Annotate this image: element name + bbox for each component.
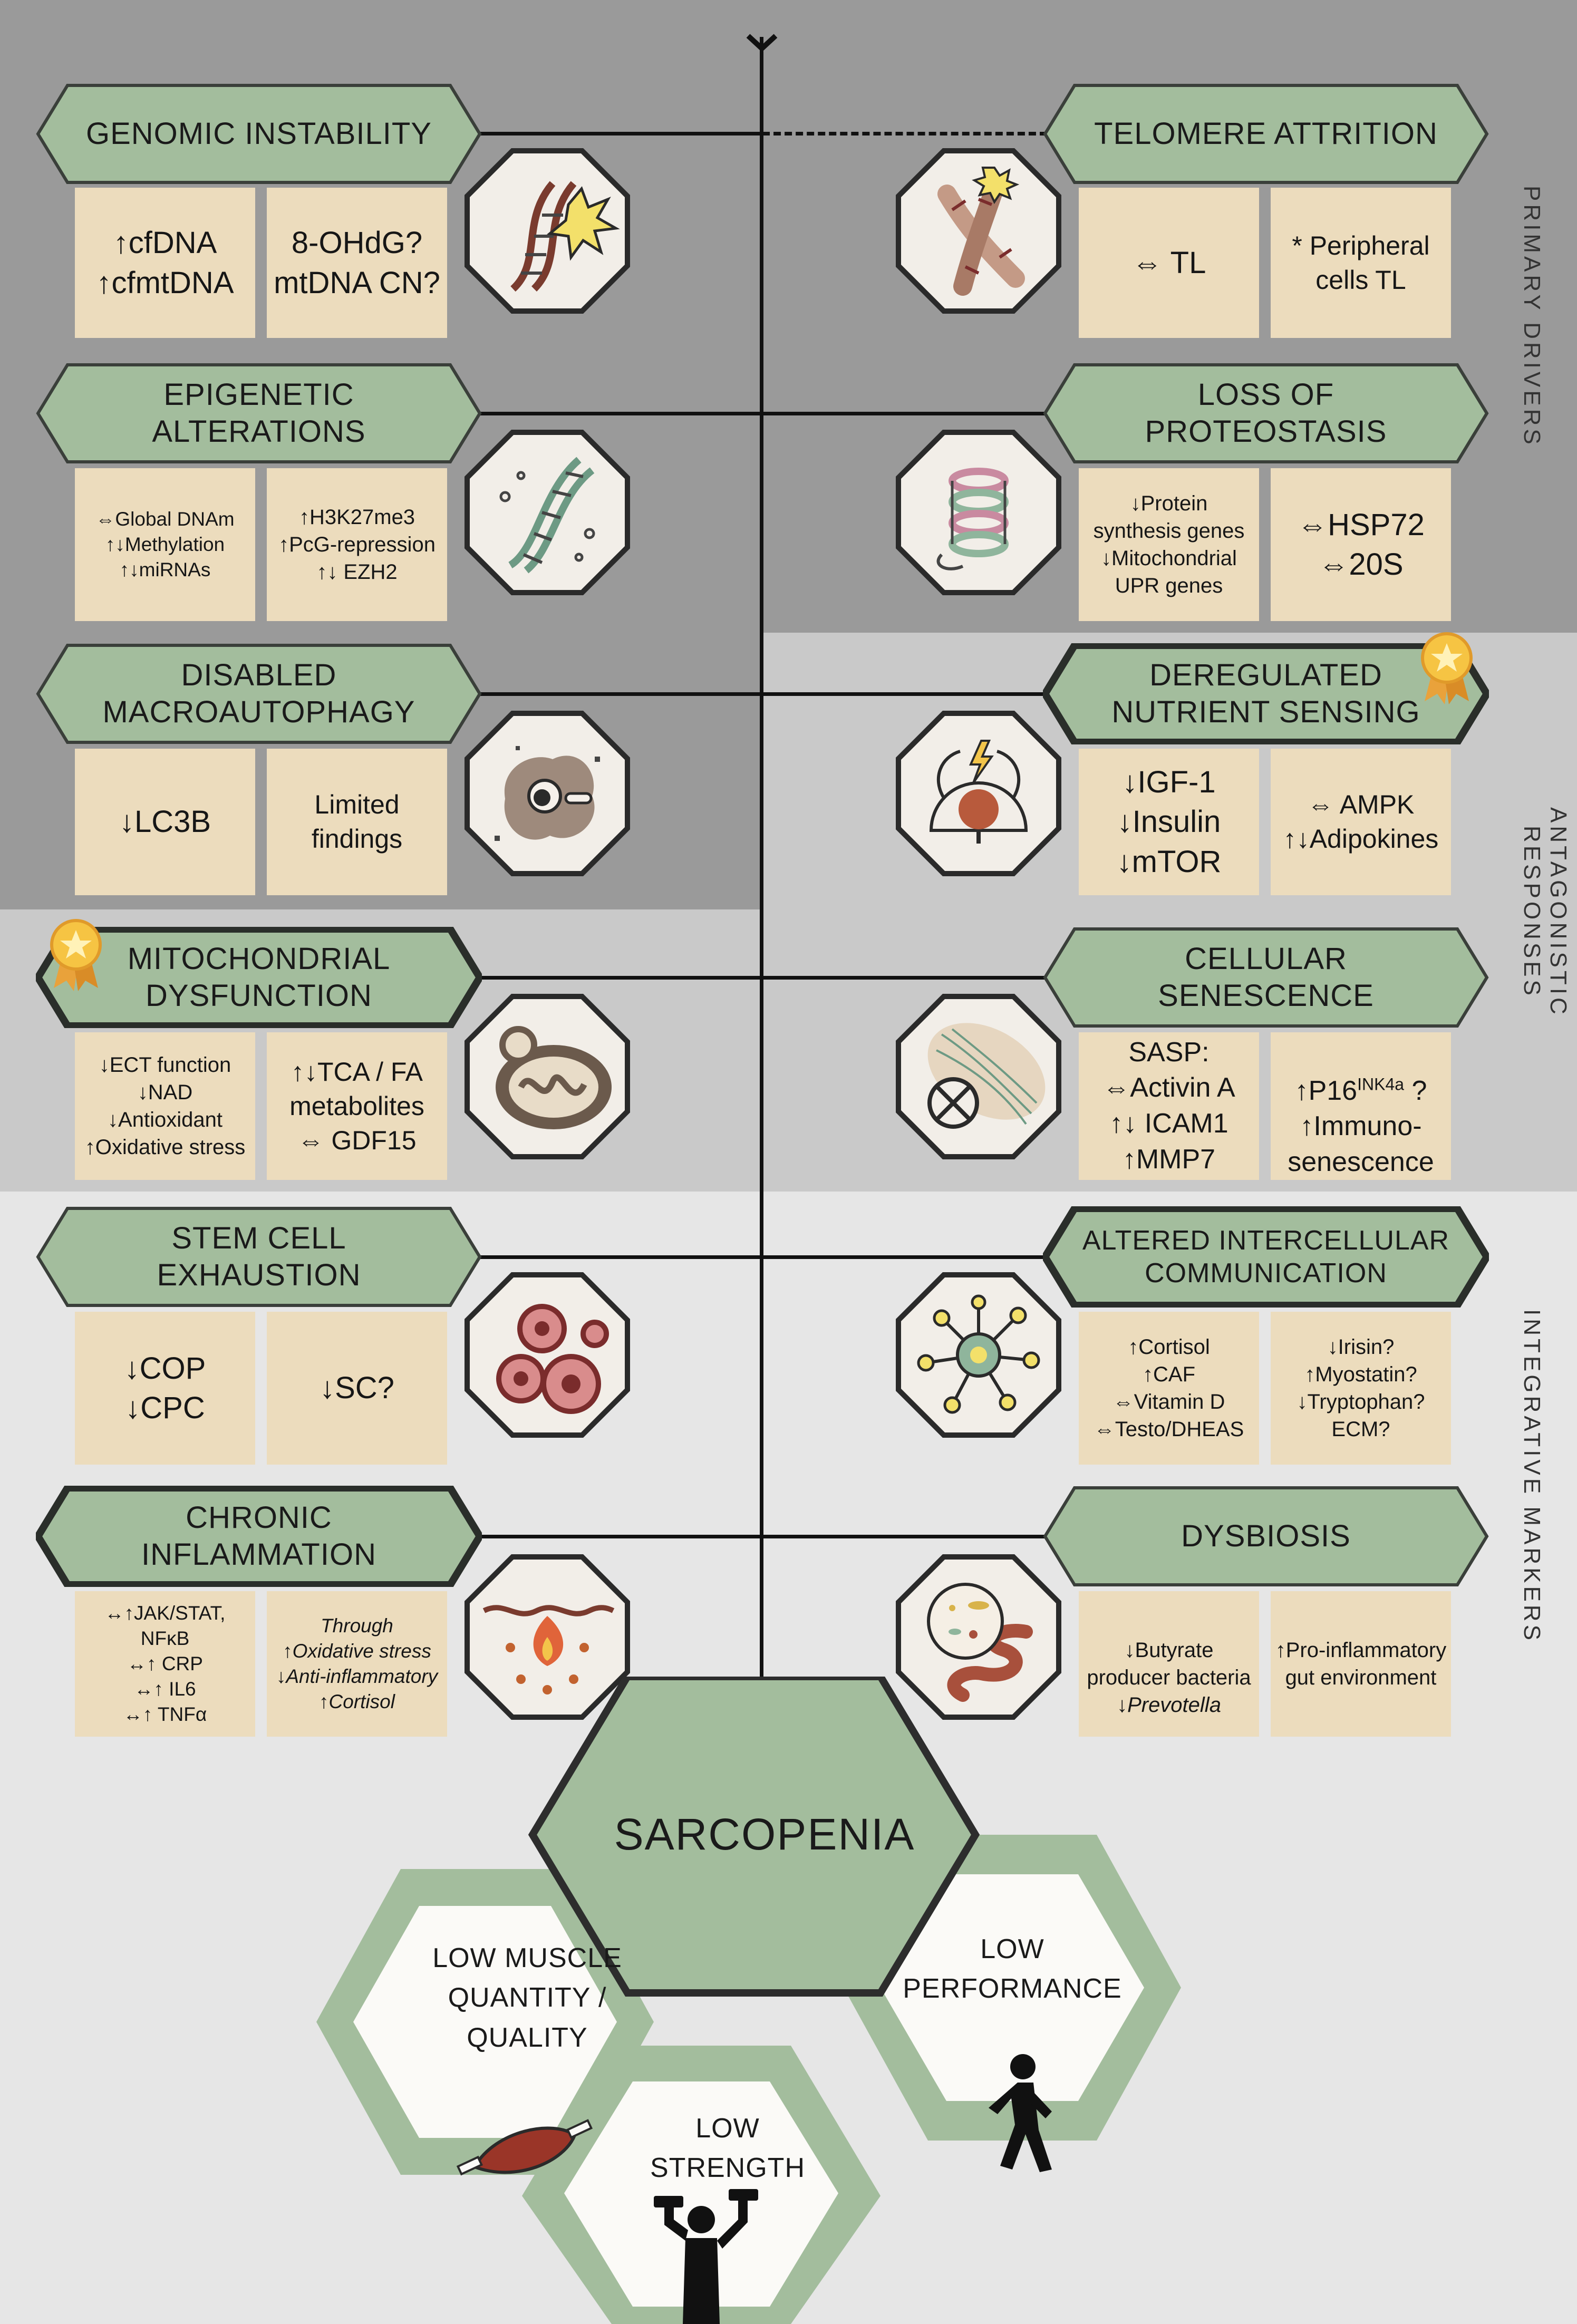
hallmark-epigenetic-alterations: EPIGENETIC ALTERATIONS [36, 363, 482, 464]
hallmark-title: STEM CELL EXHAUSTION [157, 1221, 361, 1292]
sarcopenia-title: SARCOPENIA [614, 1809, 915, 1860]
marker-box-telomere-1: ⇔ TL [1079, 188, 1259, 338]
hallmark-title: TELOMERE ATTRITION [1094, 117, 1438, 151]
hallmark-title: DYSBIOSIS [1181, 1519, 1351, 1554]
low-strength-label: LOW STRENGTH [650, 2113, 805, 2183]
connector-telomere-dashed [762, 132, 1047, 135]
marker-box-mito-2: ↑↓TCA / FA metabolites ⇔ GDF15 [267, 1032, 447, 1180]
walking-person-icon [989, 2054, 1052, 2172]
stem-cells-icon [465, 1272, 630, 1438]
marker-box-autophagy-2: Limited findings [267, 749, 447, 895]
senescent-cell-icon [896, 994, 1061, 1159]
hallmark-deregulated-nutrient-sensing: DEREGULATED NUTRIENT SENSING [1043, 643, 1489, 744]
hallmark-title: ALTERED INTERCELLULAR COMMUNICATION [1082, 1225, 1450, 1289]
hallmark-title: CELLULAR SENESCENCE [1158, 942, 1374, 1013]
marker-box-epigenetic-1: ⇔Global DNAm ↑↓Methylation ↑↓miRNAs [75, 468, 255, 621]
hallmark-title: GENOMIC INSTABILITY [85, 117, 432, 151]
connector-autophagy [475, 692, 1049, 696]
hallmark-disabled-macroautophagy: DISABLED MACROAUTOPHAGY [36, 643, 482, 744]
hallmark-dysbiosis: DYSBIOSIS [1043, 1486, 1489, 1587]
marker-box-senescence-1: SASP: ⇔Activin A ↑↓ ICAM1 ↑MMP7 [1079, 1032, 1259, 1180]
connector-epigenetic [475, 412, 1049, 415]
hallmark-title: MITOCHONDRIAL DYSFUNCTION [127, 942, 391, 1013]
dna-methylation-icon [465, 430, 630, 595]
marker-box-proteostasis-2: ⇔HSP72 ⇔20S [1271, 468, 1451, 621]
marker-box-nutrient-1: ↓IGF-1 ↓Insulin ↓mTOR [1079, 749, 1259, 895]
inflammation-flame-icon [465, 1554, 630, 1720]
side-label-antagonistic: ANTAGONISTIC RESPONSES [1519, 807, 1571, 1018]
marker-box-communication-1: ↑Cortisol ↑CAF ⇔Vitamin D ⇔Testo/DHEAS [1079, 1312, 1259, 1465]
marker-box-epigenetic-2: ↑H3K27me3 ↑PcG-repression ↑↓ EZH2 [267, 468, 447, 621]
marker-box-genomic-2: 8-OHdG? mtDNA CN? [267, 188, 447, 338]
hallmark-chronic-inflammation: CHRONIC INFLAMMATION [36, 1486, 482, 1587]
p16-superscript: INK4a [1357, 1074, 1405, 1094]
low-performance-label: LOW PERFORMANCE [903, 1933, 1122, 2004]
hallmark-title: DISABLED MACROAUTOPHAGY [102, 658, 415, 729]
marker-box-proteostasis-1: ↓Protein synthesis genes ↓Mitochondrial … [1079, 468, 1259, 621]
marker-box-telomere-2: * Peripheral cells TL [1271, 188, 1451, 338]
muscle-icon [456, 2119, 593, 2176]
award-medal-icon [50, 919, 102, 991]
connector-mito [475, 976, 1049, 980]
nutrient-sensing-icon [896, 711, 1061, 876]
protein-folding-icon [896, 430, 1061, 595]
marker-box-nutrient-2: ⇔ AMPK ↑↓Adipokines [1271, 749, 1451, 895]
gut-microbiome-icon [896, 1554, 1061, 1720]
side-label-primary: PRIMARY DRIVERS [1519, 185, 1545, 448]
hallmark-cellular-senescence: CELLULAR SENESCENCE [1043, 927, 1489, 1028]
arrow-tip-icon [746, 34, 778, 52]
hallmark-title: DEREGULATED NUTRIENT SENSING [1111, 658, 1420, 729]
connector-genomic [475, 132, 761, 135]
marker-box-inflammation-1: ↔↑JAK/STAT, NFκB ↔↑ CRP ↔↑ IL6 ↔↑ TNFα [75, 1591, 255, 1737]
hallmark-title: LOSS OF PROTEOSTASIS [1145, 377, 1387, 449]
senescence-markers: ? ↑Immuno- senescence [1288, 1075, 1434, 1177]
hallmark-altered-intercellular-communication: ALTERED INTERCELLULAR COMMUNICATION [1043, 1206, 1489, 1308]
chromosome-icon [896, 148, 1061, 314]
side-label-integrative: INTEGRATIVE MARKERS [1519, 1309, 1545, 1643]
hallmark-stem-cell-exhaustion: STEM CELL EXHAUSTION [36, 1206, 482, 1308]
marker-box-communication-2: ↓Irisin? ↑Myostatin? ↓Tryptophan? ECM? [1271, 1312, 1451, 1465]
marker-box-dysbiosis-2: ↑Pro-inflammatory gut environment [1271, 1591, 1451, 1737]
marker-box-genomic-1: ↑cfDNA ↑cfmtDNA [75, 188, 255, 338]
cell-network-icon [896, 1272, 1061, 1438]
low-muscle-label: LOW MUSCLE QUANTITY / QUALITY [432, 1942, 622, 2053]
marker-box-senescence-2: ↑P16INK4a ? ↑Immuno- senescence [1271, 1032, 1451, 1180]
sarcopenia-hex-group [316, 1677, 1181, 2324]
marker-box-mito-1: ↓ECT function ↓NAD ↓Antioxidant ↑Oxidati… [75, 1032, 255, 1180]
marker-box-dysbiosis-1: ↓Butyrate producer bacteria ↓Prevotella [1079, 1591, 1259, 1737]
hallmark-mitochondrial-dysfunction: MITOCHONDRIAL DYSFUNCTION [36, 927, 482, 1028]
marker-box-stemcell-2: ↓SC? [267, 1312, 447, 1465]
dna-damage-icon [465, 148, 630, 314]
autophagy-cell-icon [465, 711, 630, 876]
weightlifter-icon [654, 2189, 758, 2324]
marker-box-inflammation-2: Through ↑Oxidative stress ↓Anti-inflamma… [267, 1591, 447, 1737]
hallmark-title: CHRONIC INFLAMMATION [141, 1500, 376, 1572]
marker-box-stemcell-1: ↓COP ↓CPC [75, 1312, 255, 1465]
dysbiosis-marker-text: ↓Butyrate producer bacteria ↓ [1087, 1639, 1251, 1717]
central-axis-line [760, 37, 763, 1708]
hallmark-title: EPIGENETIC ALTERATIONS [152, 377, 366, 449]
connector-inflammation [475, 1535, 1049, 1538]
p16-label: ↑P16 [1294, 1075, 1358, 1106]
hallmark-telomere-attrition: TELOMERE ATTRITION [1043, 83, 1489, 185]
prevotella-label: Prevotella [1127, 1693, 1221, 1717]
connector-stemcell [475, 1255, 1049, 1259]
award-medal-icon [1421, 632, 1473, 704]
hallmark-loss-of-proteostasis: LOSS OF PROTEOSTASIS [1043, 363, 1489, 464]
hallmark-genomic-instability: GENOMIC INSTABILITY [36, 83, 482, 185]
mitochondrion-icon [465, 994, 630, 1159]
marker-box-autophagy-1: ↓LC3B [75, 749, 255, 895]
